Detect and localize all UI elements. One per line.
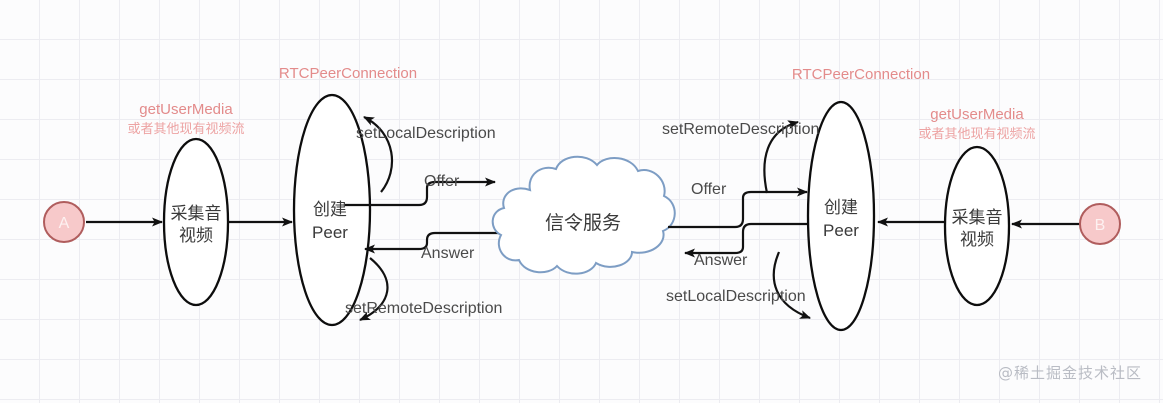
node-createpeer-left: 创建 Peer [292, 93, 372, 327]
node-createpeer-right-line2: Peer [823, 221, 859, 240]
node-capture-left-line1: 采集音 [171, 204, 222, 224]
annotation-rtcpeerconnection-left-title: RTCPeerConnection [279, 65, 417, 82]
edge-label-setlocaldescription-left: setLocalDescription [356, 125, 496, 142]
annotation-getusermedia-left-subtitle: 或者其他现有视频流 [127, 122, 244, 137]
arrow-answer-right [684, 222, 823, 258]
annotation-getusermedia-right-subtitle: 或者其他现有视频流 [918, 127, 1035, 142]
annotation-getusermedia-right-title: getUserMedia [930, 106, 1024, 123]
node-signaling-cloud: 信令服务 [491, 155, 676, 275]
endpoint-peer-b: B [1079, 203, 1121, 245]
node-capture-left: 采集音 视频 [162, 137, 230, 307]
endpoint-peer-a: A [43, 201, 85, 243]
node-createpeer-right: 创建 Peer [806, 100, 876, 332]
node-capture-left-line2: 视频 [179, 226, 213, 246]
edge-label-setlocaldescription-right: setLocalDescription [666, 288, 806, 305]
node-createpeer-left-line1: 创建 [313, 200, 347, 220]
node-capture-right-line2: 视频 [960, 230, 994, 250]
annotation-getusermedia-left-title: getUserMedia [139, 101, 233, 118]
arrow-answer-left [364, 231, 507, 254]
curve-setlocaldescription-left [363, 116, 394, 193]
endpoint-peer-b-label: B [1095, 217, 1106, 234]
edge-label-offer-left: Offer [424, 173, 460, 190]
edge-label-answer-right: Answer [694, 252, 748, 269]
node-signaling-cloud-label: 信令服务 [545, 212, 621, 234]
curve-setremotedescription-left [359, 257, 389, 321]
watermark-text: @稀土掘金技术社区 [998, 364, 1142, 382]
edge-label-setremotedescription-right: setRemoteDescription [662, 121, 819, 138]
arrow-offer-right [668, 187, 808, 229]
curve-setremotedescription-right [763, 120, 799, 194]
curve-setlocaldescription-right [772, 251, 811, 320]
arrow-offer-left [345, 177, 496, 207]
node-capture-right: 采集音 视频 [943, 145, 1011, 307]
edge-label-answer-left: Answer [421, 245, 475, 262]
endpoint-peer-a-label: A [59, 215, 70, 232]
node-createpeer-right-line1: 创建 [824, 198, 858, 218]
annotation-rtcpeerconnection-right-title: RTCPeerConnection [792, 66, 930, 83]
edge-label-offer-right: Offer [691, 181, 727, 198]
edge-label-setremotedescription-left: setRemoteDescription [345, 300, 502, 317]
node-createpeer-left-line2: Peer [312, 223, 348, 242]
node-capture-right-line1: 采集音 [952, 208, 1003, 228]
